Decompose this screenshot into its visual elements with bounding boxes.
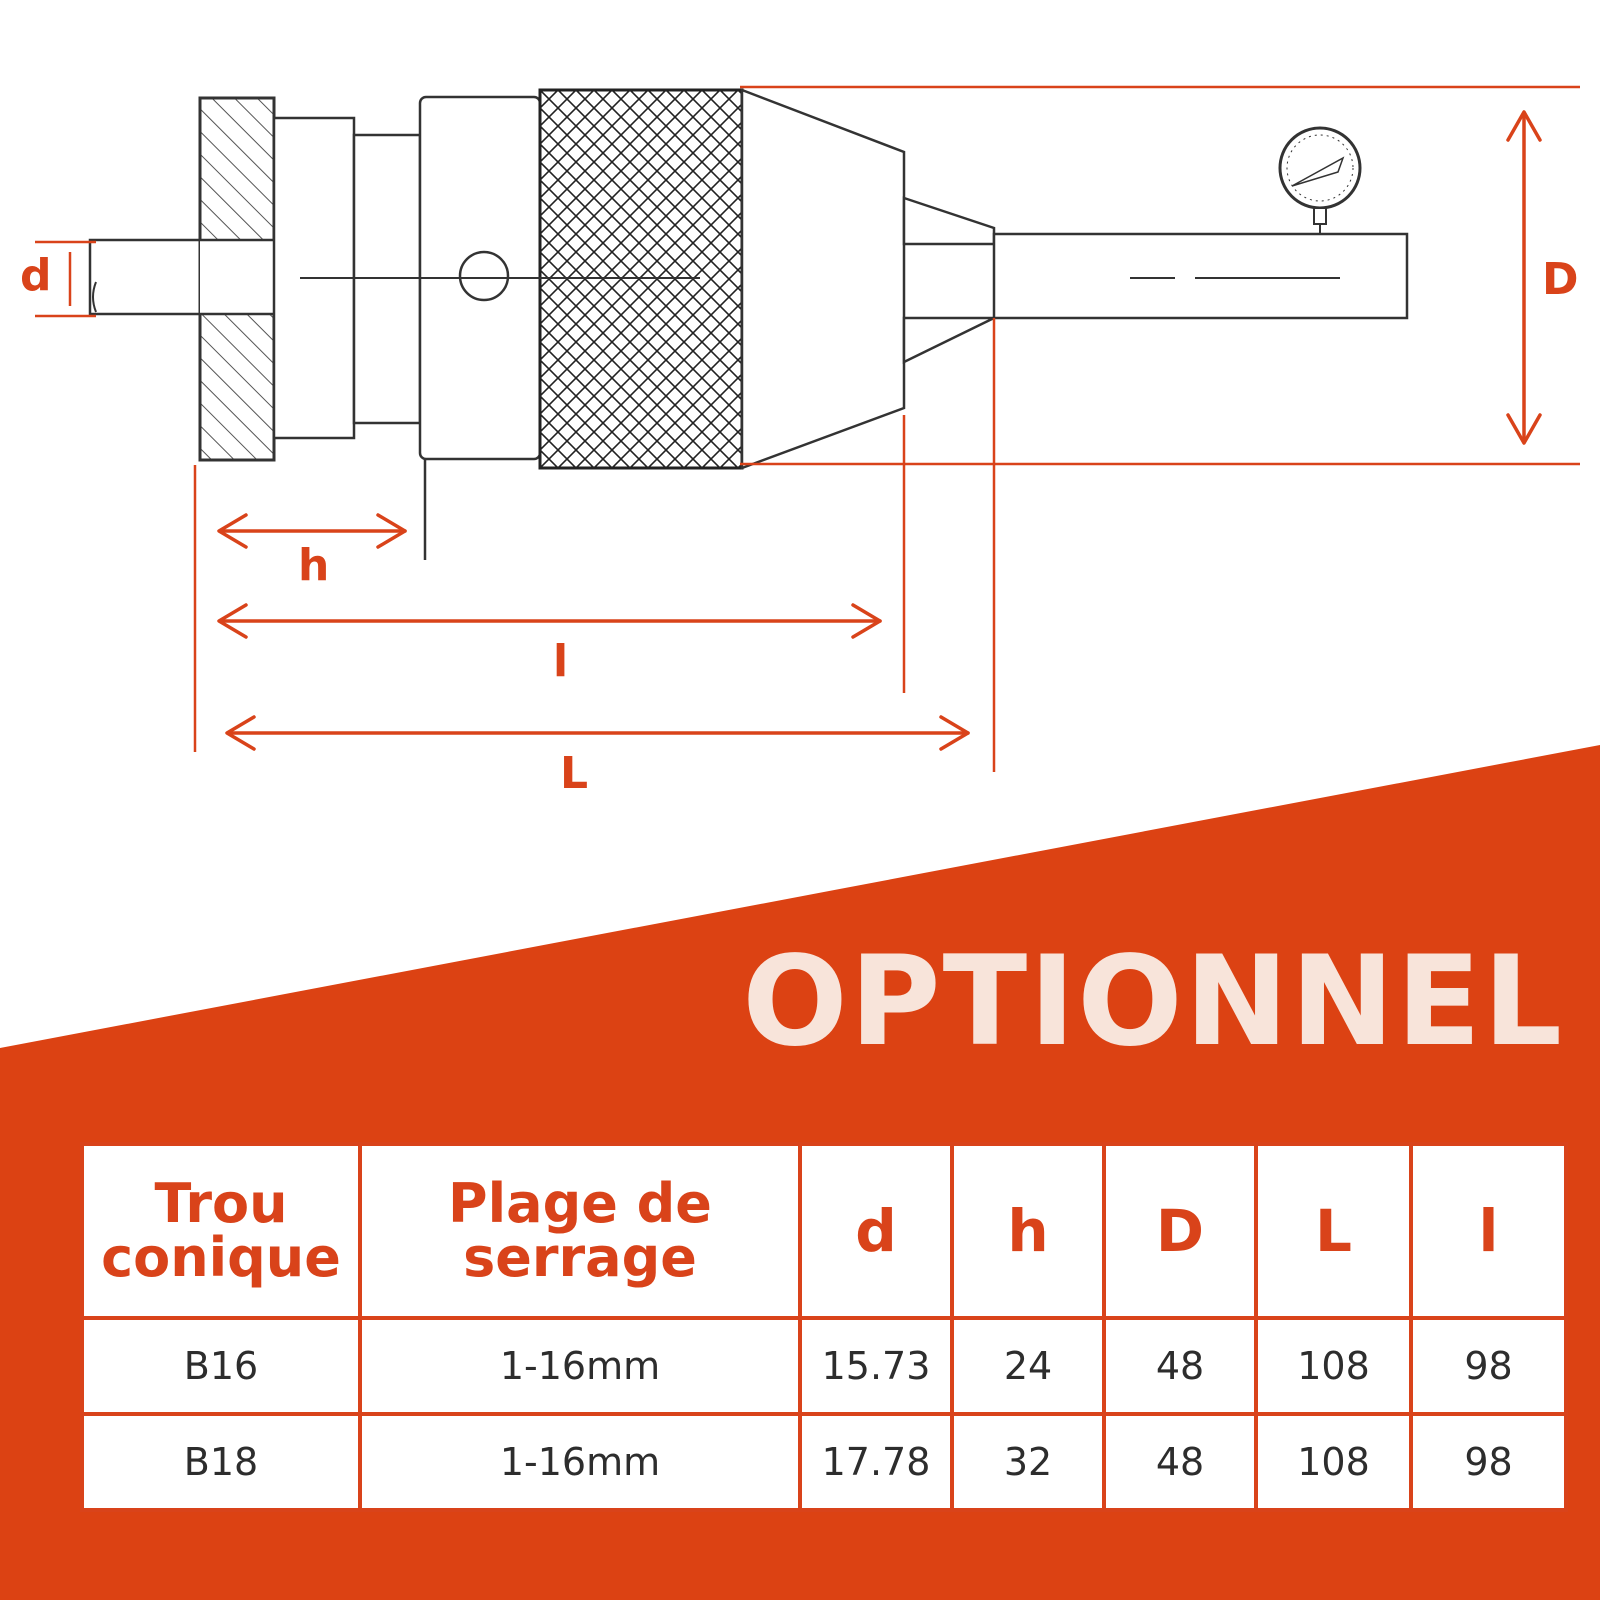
dim-label-l: l (553, 636, 569, 687)
dim-label-L: L (560, 748, 589, 799)
cell-D: 48 (1102, 1316, 1258, 1416)
cell-L: 108 (1254, 1412, 1413, 1512)
cell-L: 108 (1254, 1316, 1413, 1416)
cell-d: 15.73 (798, 1316, 954, 1416)
table-row: B18 1-16mm 17.78 32 48 108 98 (80, 1412, 1568, 1512)
dim-label-D: D (1542, 254, 1579, 305)
cell-range: 1-16mm (358, 1412, 802, 1512)
cell-taper: B18 (80, 1412, 362, 1512)
table-row: B16 1-16mm 15.73 24 48 108 98 (80, 1316, 1568, 1416)
header-D: D (1102, 1142, 1258, 1320)
cone-nose (740, 88, 906, 470)
header-h: h (950, 1142, 1106, 1320)
cell-l: 98 (1409, 1316, 1568, 1416)
lower-jaw (902, 316, 995, 365)
cell-D: 48 (1102, 1412, 1258, 1512)
upper-jaw (902, 196, 996, 246)
header-d: d (798, 1142, 954, 1320)
cell-l: 98 (1409, 1412, 1568, 1512)
cell-taper: B16 (80, 1316, 362, 1416)
cell-h: 24 (950, 1316, 1106, 1416)
header-l: l (1409, 1142, 1568, 1320)
dim-label-h: h (298, 540, 330, 591)
drill-rod (992, 232, 1409, 320)
key-hole (458, 250, 510, 302)
dim-label-d: d (20, 250, 52, 301)
hatched-flange-icon (198, 96, 276, 462)
dial-gauge-icon (1278, 126, 1362, 234)
left-shank (88, 238, 202, 316)
cell-d: 17.78 (798, 1412, 954, 1512)
cell-h: 32 (950, 1412, 1106, 1512)
header-L: L (1254, 1142, 1413, 1320)
optionnel-banner: OPTIONNEL (742, 930, 1564, 1074)
cell-range: 1-16mm (358, 1316, 802, 1416)
